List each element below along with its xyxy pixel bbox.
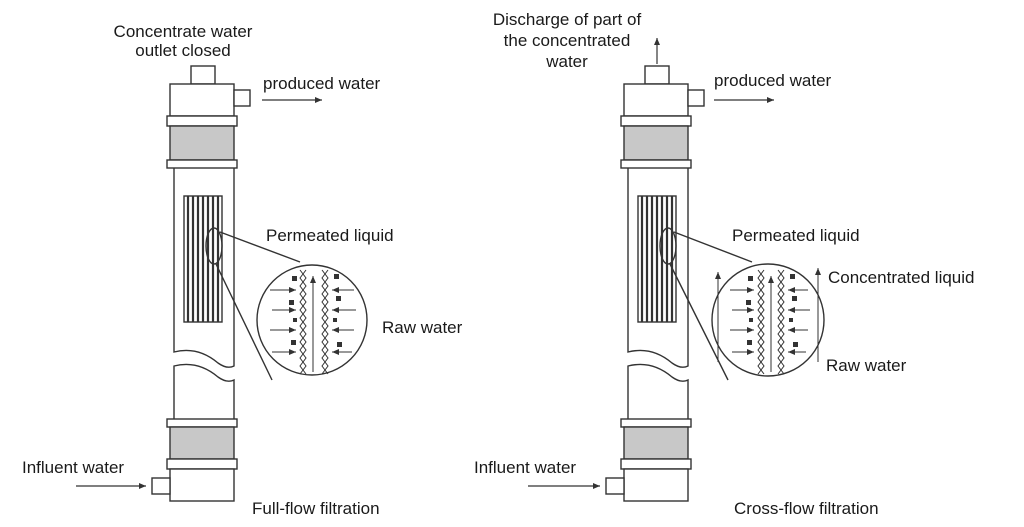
fiber-lines: [640, 196, 674, 322]
cross-flow-arrows: [528, 38, 774, 489]
top-ring-lower: [166, 159, 238, 169]
influent-nub: [605, 477, 625, 495]
permeated-liquid-label: Permeated liquid: [266, 226, 394, 245]
outlet-closed-label-line1: Concentrate water: [113, 22, 253, 41]
top-gray-band: [169, 125, 235, 161]
discharge-label-line2: the concentrated: [503, 31, 631, 50]
bottom-gray-band: [623, 426, 689, 460]
influent-nub: [151, 477, 171, 495]
full-flow-module: [151, 65, 368, 502]
lower-body: [627, 363, 689, 427]
bottom-head: [623, 468, 689, 502]
bottom-ring-lower: [166, 458, 238, 470]
discharge-label-line3: water: [546, 52, 588, 71]
bottom-head: [169, 468, 235, 502]
bottom-gray-band: [169, 426, 235, 460]
produced-water-label: produced water: [263, 74, 381, 93]
influent-water-label: Influent water: [22, 458, 125, 477]
raw-water-label: Raw water: [826, 356, 907, 375]
upper-body: [173, 168, 235, 368]
zoom-marker: [205, 227, 223, 265]
fiber-lines: [186, 196, 220, 322]
magnified-view: [711, 263, 825, 377]
cross-flow-module: [605, 65, 825, 502]
lower-body: [173, 363, 235, 427]
outlet-closed-label-line2: outlet closed: [135, 41, 231, 60]
full-flow-caption: Full-flow filtration: [252, 499, 380, 518]
produced-water-nub: [233, 89, 251, 107]
inflow-arrows: [270, 276, 356, 372]
raw-water-label: Raw water: [382, 318, 463, 337]
zoom-line-bottom: [215, 263, 273, 381]
concentrated-liquid-label: Concentrated liquid: [828, 268, 975, 287]
particles: [289, 274, 342, 347]
top-head: [623, 83, 689, 117]
zoom-marker: [659, 227, 677, 265]
magnified-view: [256, 264, 368, 376]
membrane-walls: [299, 269, 329, 375]
top-gray-band: [623, 125, 689, 161]
produced-water-nub: [687, 89, 705, 107]
bottom-ring-lower: [620, 458, 692, 470]
membrane-walls: [757, 269, 785, 375]
upper-body: [627, 168, 689, 368]
particles: [746, 274, 798, 347]
bottom-ring-upper: [620, 418, 692, 428]
produced-water-label: produced water: [714, 71, 832, 90]
zoom-line-top: [219, 231, 301, 263]
concentrate-outlet-nub: [190, 65, 216, 85]
top-ring: [620, 115, 692, 127]
discharge-outlet-nub: [644, 65, 670, 85]
bottom-ring-upper: [166, 418, 238, 428]
zoom-line-top: [673, 231, 753, 263]
inflow-arrows: [715, 268, 821, 372]
top-ring: [166, 115, 238, 127]
permeated-liquid-label: Permeated liquid: [732, 226, 860, 245]
discharge-label-line1: Discharge of part of: [492, 10, 642, 29]
top-ring-lower: [620, 159, 692, 169]
full-flow-arrows: [76, 97, 322, 489]
influent-water-label: Influent water: [474, 458, 577, 477]
top-head: [169, 83, 235, 117]
cross-flow-caption: Cross-flow filtration: [734, 499, 879, 518]
